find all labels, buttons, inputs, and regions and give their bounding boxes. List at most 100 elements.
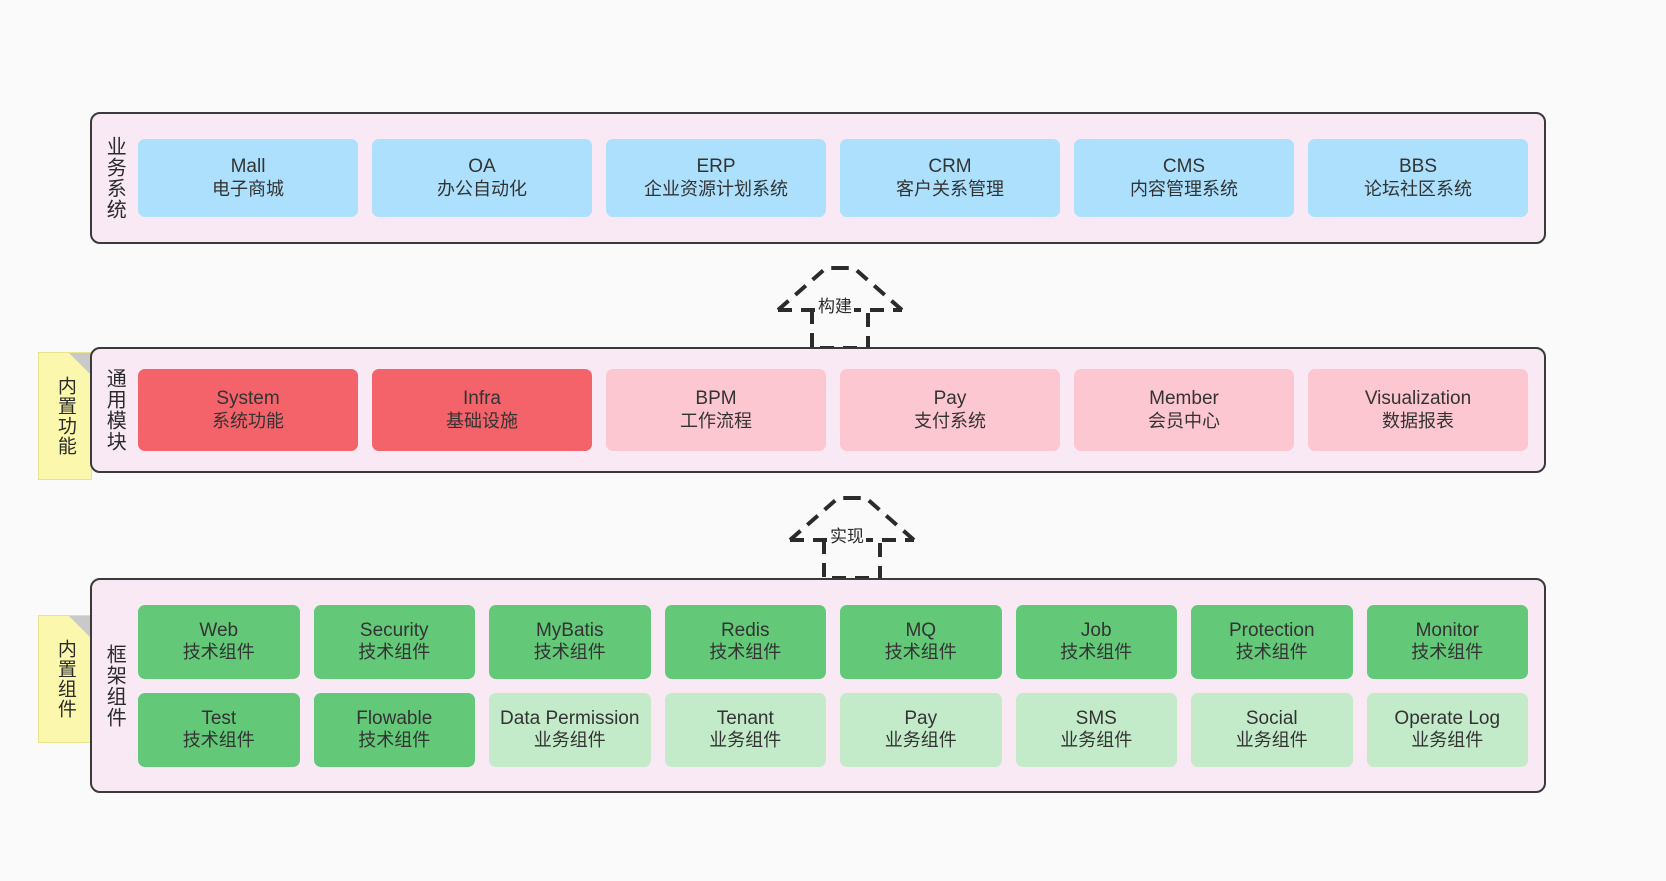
connector-build: 构建 (760, 262, 920, 350)
node-operate-log-cn: 业务组件 (1411, 730, 1484, 751)
layer-business-title: 业务系统 (103, 136, 126, 220)
node-cms[interactable]: CMS 内容管理系统 (1074, 139, 1294, 217)
node-bpm[interactable]: BPM 工作流程 (606, 369, 826, 451)
node-visualization[interactable]: Visualization 数据报表 (1308, 369, 1528, 451)
node-mq-en: MQ (905, 619, 937, 641)
node-mall[interactable]: Mall 电子商城 (138, 139, 358, 217)
node-operate-log[interactable]: Operate Log 业务组件 (1366, 692, 1528, 767)
node-test[interactable]: Test 技术组件 (138, 692, 300, 767)
layer-framework-title: 框架组件 (103, 643, 126, 728)
node-social-cn: 业务组件 (1235, 730, 1308, 751)
node-oa-en: OA (468, 156, 496, 178)
node-erp[interactable]: ERP 企业资源计划系统 (606, 139, 826, 217)
node-mybatis-en: MyBatis (535, 619, 604, 641)
node-member-en: Member (1149, 388, 1219, 410)
node-web[interactable]: Web 技术组件 (138, 604, 300, 679)
node-redis-cn: 技术组件 (709, 642, 782, 663)
node-flowable[interactable]: Flowable 技术组件 (313, 692, 475, 767)
node-pay-component-en: Pay (904, 707, 938, 729)
node-protection-en: Protection (1228, 619, 1315, 641)
sticky-note-builtin-components-label: 内置组件 (54, 639, 76, 719)
node-visualization-en: Visualization (1364, 388, 1472, 410)
node-operate-log-en: Operate Log (1394, 707, 1501, 729)
node-protection-cn: 技术组件 (1235, 642, 1308, 663)
node-erp-en: ERP (696, 156, 736, 178)
node-crm[interactable]: CRM 客户关系管理 (840, 139, 1060, 217)
node-member-cn: 会员中心 (1148, 410, 1220, 431)
node-cms-cn: 内容管理系统 (1130, 178, 1238, 199)
node-flowable-en: Flowable (356, 707, 433, 729)
node-job-en: Job (1080, 619, 1112, 641)
arrowhead-right-build (840, 266, 904, 312)
node-redis[interactable]: Redis 技术组件 (664, 604, 826, 679)
layer-framework-component: 框架组件 Web 技术组件 Security 技术组件 MyBatis 技术组件… (90, 578, 1546, 793)
node-pay-module-en: Pay (933, 388, 967, 410)
framework-row-business: Test 技术组件 Flowable 技术组件 Data Permission … (138, 692, 1528, 767)
node-security-cn: 技术组件 (358, 642, 431, 663)
node-protection[interactable]: Protection 技术组件 (1191, 604, 1353, 679)
node-monitor[interactable]: Monitor 技术组件 (1366, 604, 1528, 679)
node-oa[interactable]: OA 办公自动化 (372, 139, 592, 217)
node-social[interactable]: Social 业务组件 (1191, 692, 1353, 767)
node-cms-en: CMS (1162, 156, 1206, 178)
layer-common-nodes: System 系统功能 Infra 基础设施 BPM 工作流程 Pay 支付系统… (136, 349, 1544, 471)
node-bbs[interactable]: BBS 论坛社区系统 (1308, 139, 1528, 217)
arrowhead-left-build (776, 266, 840, 312)
node-sms[interactable]: SMS 业务组件 (1015, 692, 1177, 767)
node-infra-en: Infra (462, 388, 502, 410)
node-data-permission-cn: 业务组件 (533, 730, 606, 751)
node-pay-module-cn: 支付系统 (914, 410, 986, 431)
node-erp-cn: 企业资源计划系统 (644, 178, 788, 199)
node-web-en: Web (199, 619, 239, 641)
node-mybatis-cn: 技术组件 (533, 642, 606, 663)
node-sms-cn: 业务组件 (1060, 730, 1133, 751)
node-pay-component[interactable]: Pay 业务组件 (840, 692, 1002, 767)
node-monitor-cn: 技术组件 (1411, 642, 1484, 663)
node-tenant-cn: 业务组件 (709, 730, 782, 751)
layer-business-nodes: Mall 电子商城 OA 办公自动化 ERP 企业资源计划系统 CRM 客户关系… (136, 114, 1544, 242)
node-crm-cn: 客户关系管理 (896, 178, 1004, 199)
layer-common-title: 通用模块 (103, 368, 126, 452)
node-bbs-cn: 论坛社区系统 (1364, 178, 1472, 199)
node-tenant-en: Tenant (716, 707, 774, 729)
node-mybatis[interactable]: MyBatis 技术组件 (489, 604, 651, 679)
node-tenant[interactable]: Tenant 业务组件 (664, 692, 826, 767)
node-data-permission-en: Data Permission (500, 707, 640, 729)
node-redis-en: Redis (720, 619, 770, 641)
node-system[interactable]: System 系统功能 (138, 369, 358, 451)
node-mall-en: Mall (230, 156, 266, 178)
node-bbs-en: BBS (1398, 156, 1438, 178)
node-system-en: System (216, 388, 280, 410)
node-infra-cn: 基础设施 (446, 410, 518, 431)
layer-common-module: 通用模块 System 系统功能 Infra 基础设施 BPM 工作流程 Pay… (90, 347, 1546, 473)
node-flowable-cn: 技术组件 (358, 730, 431, 751)
arrowhead-left-implement (788, 496, 852, 542)
sticky-fold-icon (69, 353, 91, 375)
arrowhead-right-implement (852, 496, 916, 542)
node-security-en: Security (359, 619, 429, 641)
node-crm-en: CRM (928, 156, 972, 178)
layer-framework-nodes: Web 技术组件 Security 技术组件 MyBatis 技术组件 Redi… (136, 580, 1544, 791)
node-pay-component-cn: 业务组件 (884, 730, 957, 751)
node-monitor-en: Monitor (1415, 619, 1479, 641)
node-job[interactable]: Job 技术组件 (1015, 604, 1177, 679)
node-pay-module[interactable]: Pay 支付系统 (840, 369, 1060, 451)
node-mq[interactable]: MQ 技术组件 (840, 604, 1002, 679)
sticky-note-builtin-components: 内置组件 (38, 615, 92, 743)
node-infra[interactable]: Infra 基础设施 (372, 369, 592, 451)
node-mq-cn: 技术组件 (884, 642, 957, 663)
node-system-cn: 系统功能 (212, 410, 284, 431)
node-security[interactable]: Security 技术组件 (313, 604, 475, 679)
node-data-permission[interactable]: Data Permission 业务组件 (489, 692, 651, 767)
connector-implement-label: 实现 (828, 522, 866, 547)
node-visualization-cn: 数据报表 (1382, 410, 1454, 431)
node-bpm-cn: 工作流程 (680, 410, 752, 431)
connector-build-label: 构建 (816, 292, 854, 317)
connector-implement: 实现 (772, 492, 932, 580)
node-member[interactable]: Member 会员中心 (1074, 369, 1294, 451)
framework-row-technical: Web 技术组件 Security 技术组件 MyBatis 技术组件 Redi… (138, 604, 1528, 679)
node-mall-cn: 电子商城 (212, 178, 284, 199)
sticky-fold-icon (69, 616, 91, 638)
node-test-cn: 技术组件 (182, 730, 255, 751)
